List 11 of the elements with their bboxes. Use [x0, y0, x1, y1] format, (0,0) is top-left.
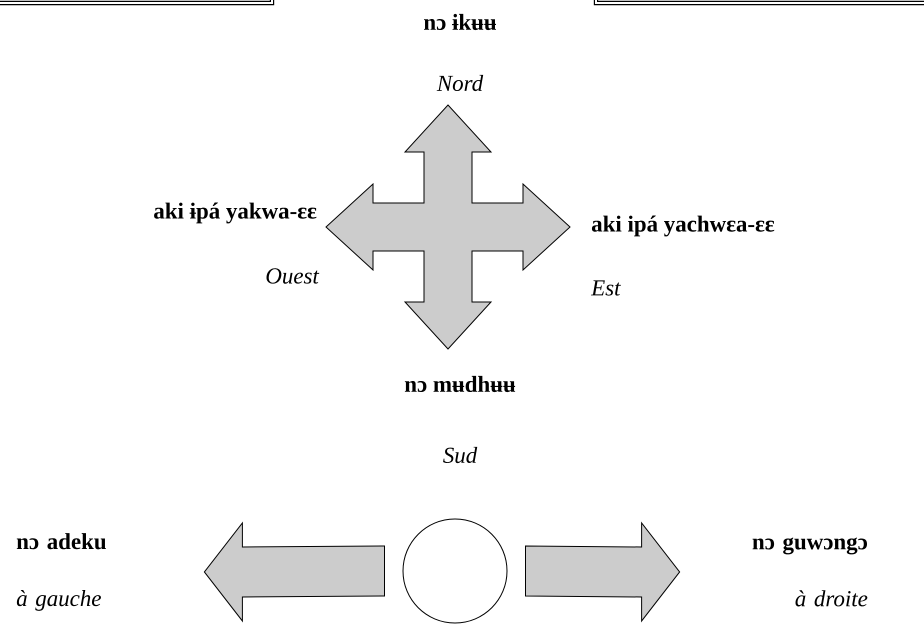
direction-label: nɔ adeku à gauche: [16, 533, 106, 611]
label-text: aki ɨpá yakwa-ɛɛ: [154, 202, 316, 224]
translation-text: Est: [590, 280, 621, 296]
direction-label: nɔ guwɔngɔ à droite: [752, 538, 868, 606]
label-text: aki ipá yachwɛa-ɛɛ: [592, 216, 774, 236]
circle-shape: [402, 518, 508, 624]
label-text: nɔ mʉdhʉʉ: [404, 376, 516, 392]
label-text: nɔ ɨkʉʉ: [424, 14, 496, 30]
translation-text: Sud: [443, 446, 478, 464]
translation-text: Ouest: [266, 268, 320, 284]
translation-text: Nord: [436, 74, 484, 92]
